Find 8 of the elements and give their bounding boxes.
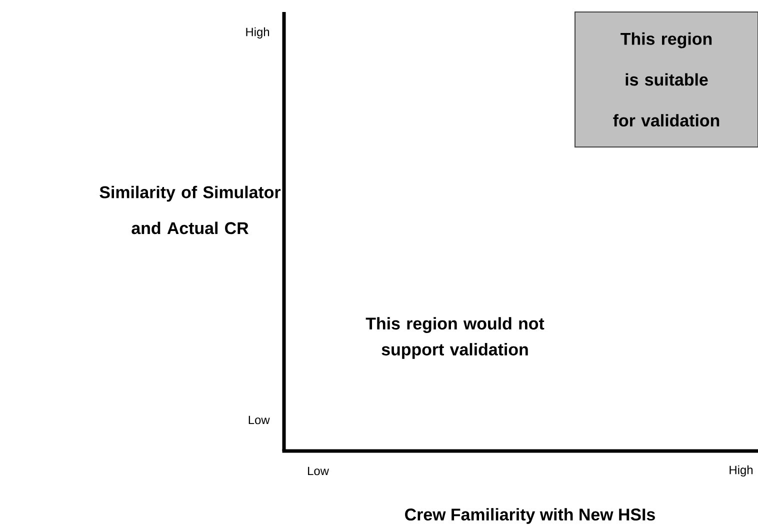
axis-title: Similarity of Simulator and Actual CR [100,186,281,234]
axis-tick-label: High [246,27,270,39]
axis-title: Crew Familiarity with New HSIs [405,508,655,524]
axis-tick-label: Low [248,416,270,424]
region-box: This region is suitable for validation [574,12,758,148]
axis-tick-label: Low [308,466,329,476]
region-label: This region would not support validation [366,317,544,359]
axis-tick-label: High [730,465,753,477]
